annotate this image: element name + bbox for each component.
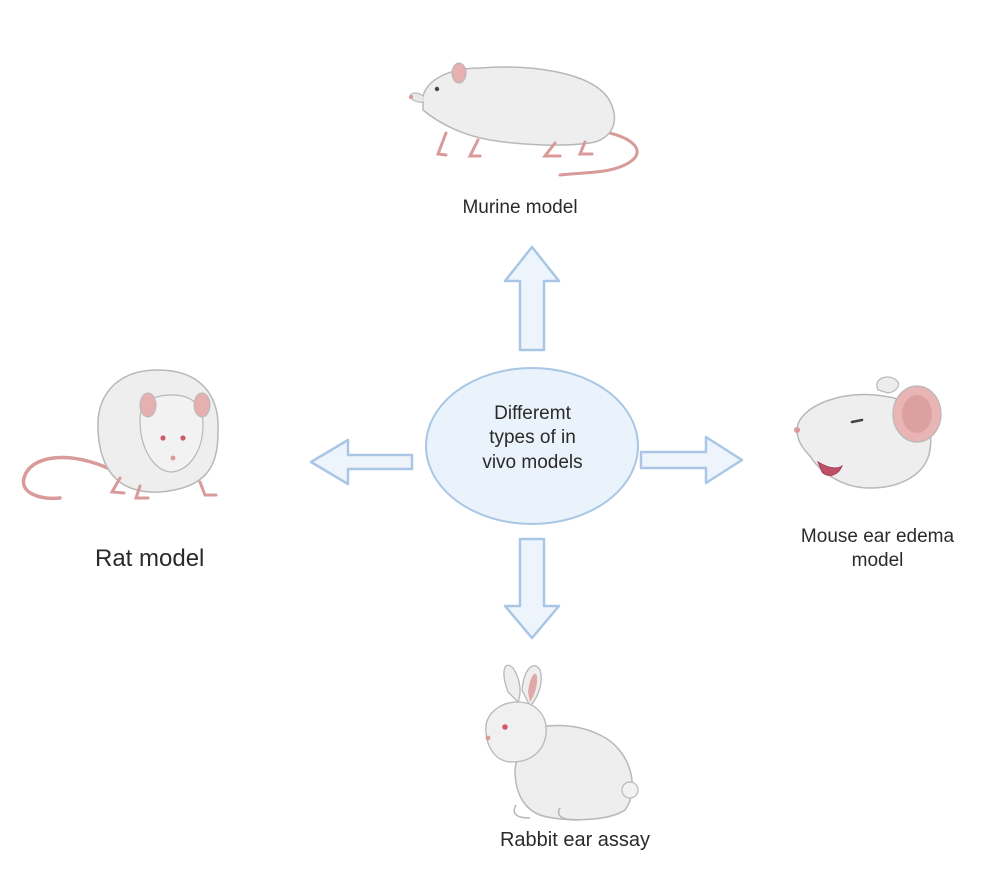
mouse-head-icon [794, 376, 942, 489]
rat-icon [408, 62, 639, 177]
rabbit-ear-assay-label: Rabbit ear assay [499, 829, 651, 851]
arrow-down-icon [503, 537, 561, 640]
murine-model-label: Murine model [462, 197, 578, 218]
arrow-up-icon [503, 245, 561, 352]
rat-model-label: Rat model [95, 545, 205, 572]
mouse-ear-edema-model-label: Mouse ear edema model [800, 526, 955, 571]
arrow-right-icon [639, 435, 744, 485]
rabbit-icon [485, 664, 639, 821]
arrow-left-icon [309, 438, 414, 486]
center-node [425, 367, 639, 525]
center-node-label: Differemt types of in vivo models [482, 403, 583, 473]
rat-icon [21, 369, 219, 501]
